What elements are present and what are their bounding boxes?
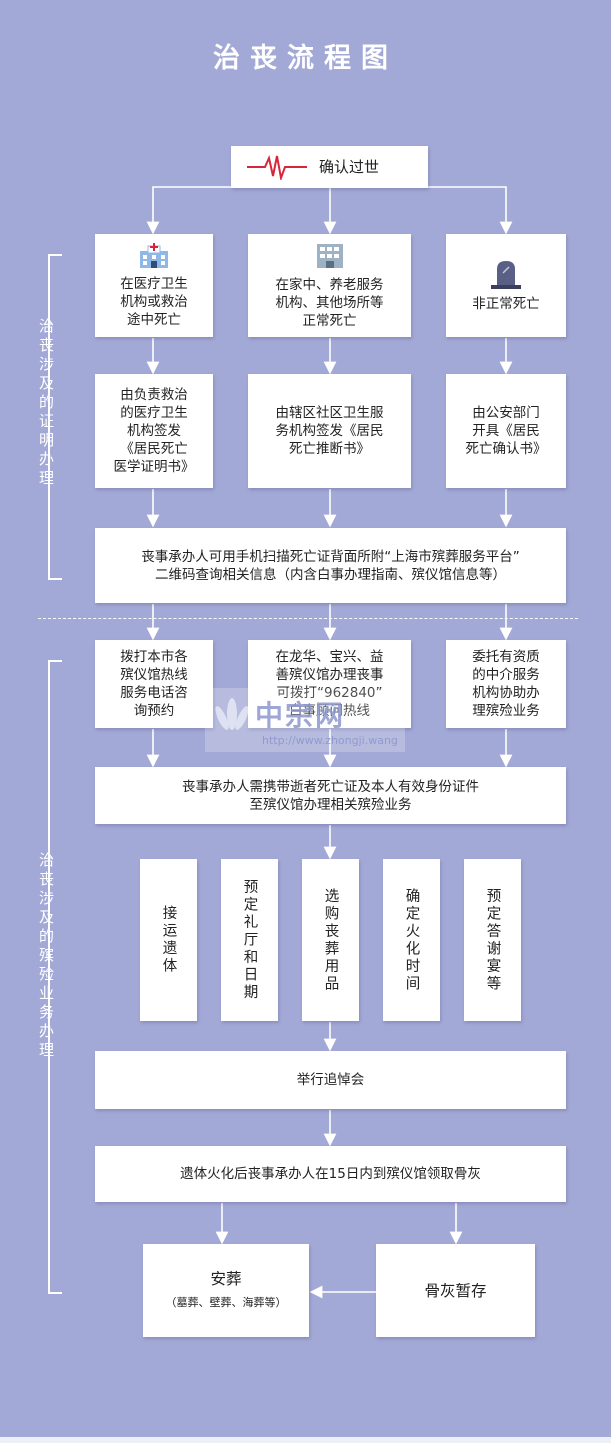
watermark-text: 中宗网 — [255, 699, 346, 732]
storage-label: 骨灰暂存 — [424, 1281, 487, 1300]
option-label: 委托有资质 的中介服务 机构协助办 理殡殓业务 — [472, 649, 540, 719]
arrow-start-to-hospital — [146, 186, 231, 235]
case-label: 在医疗卫生 机构或救治 途中死亡 — [120, 275, 188, 328]
arrow-start-to-abnormal — [428, 186, 513, 235]
hospital-icon — [140, 242, 168, 268]
service-label: 选购丧葬用品 — [322, 887, 339, 993]
burial-label: 安葬 — [210, 1269, 242, 1288]
memorial-box: 举行追悼会 — [95, 1051, 566, 1109]
service-label: 确定火化时间 — [403, 887, 420, 993]
case-home: 在家中、养老服务 机构、其他场所等 正常死亡 — [248, 234, 411, 337]
documents-label: 丧事承办人需携带逝者死亡证及本人有效身份证件 至殡仪馆办理相关殡殓业务 — [182, 778, 479, 813]
certificate-hospital: 由负责救治 的医疗卫生 机构签发 《居民死亡 医学证明书》 — [95, 374, 213, 488]
service-label: 预定答谢宴等 — [484, 887, 501, 993]
option-hotline: 拨打本市各 殡仪馆热线 服务电话咨 询预约 — [95, 640, 213, 728]
service-transport: 接运遗体 — [140, 859, 197, 1021]
certificate-police: 由公安部门 开具《居民 死亡确认书》 — [446, 374, 566, 488]
service-cremation-time: 确定火化时间 — [383, 859, 440, 1021]
certificate-label: 由负责救治 的医疗卫生 机构签发 《居民死亡 医学证明书》 — [113, 387, 195, 475]
section2-bracket — [48, 660, 62, 1294]
heartbeat-icon — [247, 154, 307, 180]
option-advisor-hotline: 在龙华、宝兴、益 善殡仪馆办理丧事 可拨打“962840” 白事顾问热线 — [248, 640, 411, 728]
case-label: 在家中、养老服务 机构、其他场所等 正常死亡 — [275, 276, 384, 329]
service-hall-booking: 预定礼厅和日期 — [221, 859, 278, 1021]
ashes-label: 遗体火化后丧事承办人在15日内到殡仪馆领取骨灰 — [180, 1166, 481, 1182]
documents-box: 丧事承办人需携带逝者死亡证及本人有效身份证件 至殡仪馆办理相关殡殓业务 — [95, 767, 566, 824]
burial-sub-label: （墓葬、壁葬、海葬等） — [165, 1295, 287, 1309]
tombstone-icon — [491, 260, 521, 289]
certificate-label: 由辖区社区卫生服 务机构签发《居民 死亡推断书》 — [275, 405, 384, 457]
page-title: 治丧流程图 — [213, 43, 398, 74]
burial-box: 安葬 （墓葬、壁葬、海葬等） — [143, 1244, 309, 1337]
case-hospital: 在医疗卫生 机构或救治 途中死亡 — [95, 234, 213, 337]
service-label: 预定礼厅和日期 — [241, 878, 258, 1002]
option-label: 在龙华、宝兴、益 善殡仪馆办理丧事 可拨打“962840” 白事顾问热线 — [275, 649, 384, 719]
certificate-home: 由辖区社区卫生服 务机构签发《居民 死亡推断书》 — [248, 374, 411, 488]
option-agency: 委托有资质 的中介服务 机构协助办 理殡殓业务 — [446, 640, 566, 728]
section1-bracket — [48, 254, 62, 580]
scan-info-box: 丧事承办人可用手机扫描死亡证背面所附“上海市殡葬服务平台” 二维码查询相关信息（… — [95, 528, 566, 603]
section-divider — [38, 618, 578, 619]
building-icon — [316, 243, 343, 268]
memorial-label: 举行追悼会 — [296, 1072, 365, 1088]
start-label: 确认过世 — [319, 158, 380, 176]
section1-side-label: 治丧涉及的证明办理 — [37, 318, 55, 489]
storage-box: 骨灰暂存 — [376, 1244, 535, 1337]
ashes-box: 遗体火化后丧事承办人在15日内到殡仪馆领取骨灰 — [95, 1146, 566, 1202]
start-box: 确认过世 — [231, 146, 428, 188]
option-label: 拨打本市各 殡仪馆热线 服务电话咨 询预约 — [120, 649, 188, 719]
case-abnormal: 非正常死亡 — [446, 234, 566, 337]
service-supplies: 选购丧葬用品 — [302, 859, 359, 1021]
lotus-watermark-icon — [215, 698, 249, 730]
service-label: 接运遗体 — [160, 905, 177, 975]
certificate-label: 由公安部门 开具《居民 死亡确认书》 — [465, 405, 547, 457]
watermark-url: http://www.zhongji.wang — [262, 734, 398, 747]
section2-side-label: 治丧涉及的殡殓业务办理 — [37, 852, 55, 1061]
case-label: 非正常死亡 — [472, 295, 540, 312]
scan-info-label: 丧事承办人可用手机扫描死亡证背面所附“上海市殡葬服务平台” 二维码查询相关信息（… — [141, 548, 520, 583]
service-banquet: 预定答谢宴等 — [464, 859, 521, 1021]
